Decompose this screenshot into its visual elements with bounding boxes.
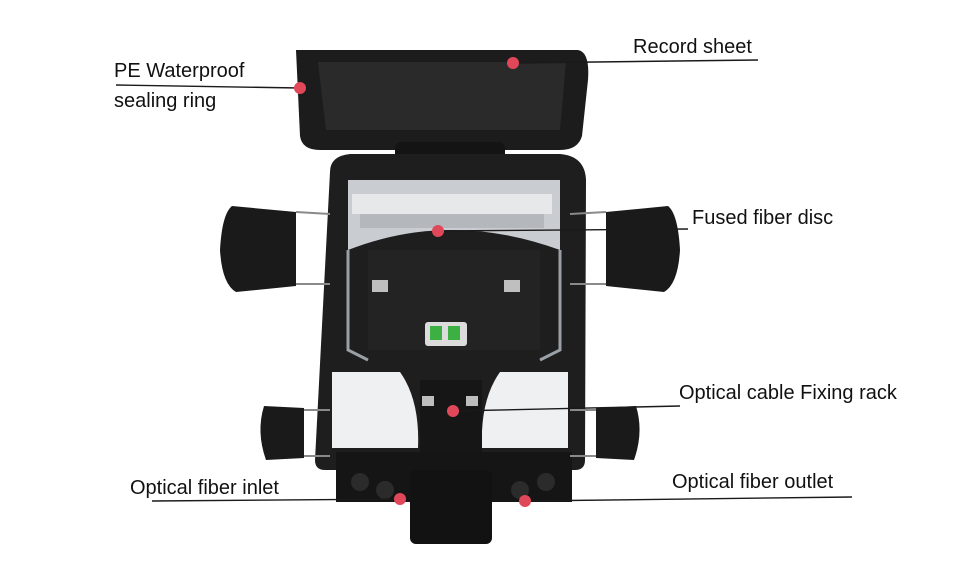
label-fiber-inlet: Optical fiber inlet — [130, 477, 279, 499]
center-port — [410, 470, 492, 544]
marker-pe — [294, 82, 306, 94]
left-upper-wing — [220, 206, 296, 292]
marker-fused — [432, 225, 444, 237]
left-cable-guide — [332, 372, 419, 448]
label-pe-waterproof: PE Waterproof — [114, 60, 245, 82]
marker-rack — [447, 405, 459, 417]
marker-record — [507, 57, 519, 69]
right-lower-wing — [596, 406, 640, 460]
leader-inlet — [151, 498, 401, 502]
leader-pe — [115, 84, 301, 89]
right-upper-wing — [606, 206, 680, 292]
leader-fused — [437, 228, 689, 232]
left-lower-wing — [260, 406, 304, 460]
label-fiber-outlet: Optical fiber outlet — [672, 471, 834, 493]
leader-rack — [452, 405, 681, 412]
marker-inlet — [394, 493, 406, 505]
marker-outlet — [519, 495, 531, 507]
label-cable-fixing-rack: Optical cable Fixing rack — [679, 382, 897, 404]
leader-outlet — [524, 496, 853, 502]
leader-record — [512, 59, 759, 64]
lid-inner — [318, 62, 566, 130]
label-record-sheet: Record sheet — [633, 36, 752, 58]
label-fused-fiber-disc: Fused fiber disc — [692, 207, 834, 229]
label-sealing-ring: sealing ring — [114, 90, 217, 112]
